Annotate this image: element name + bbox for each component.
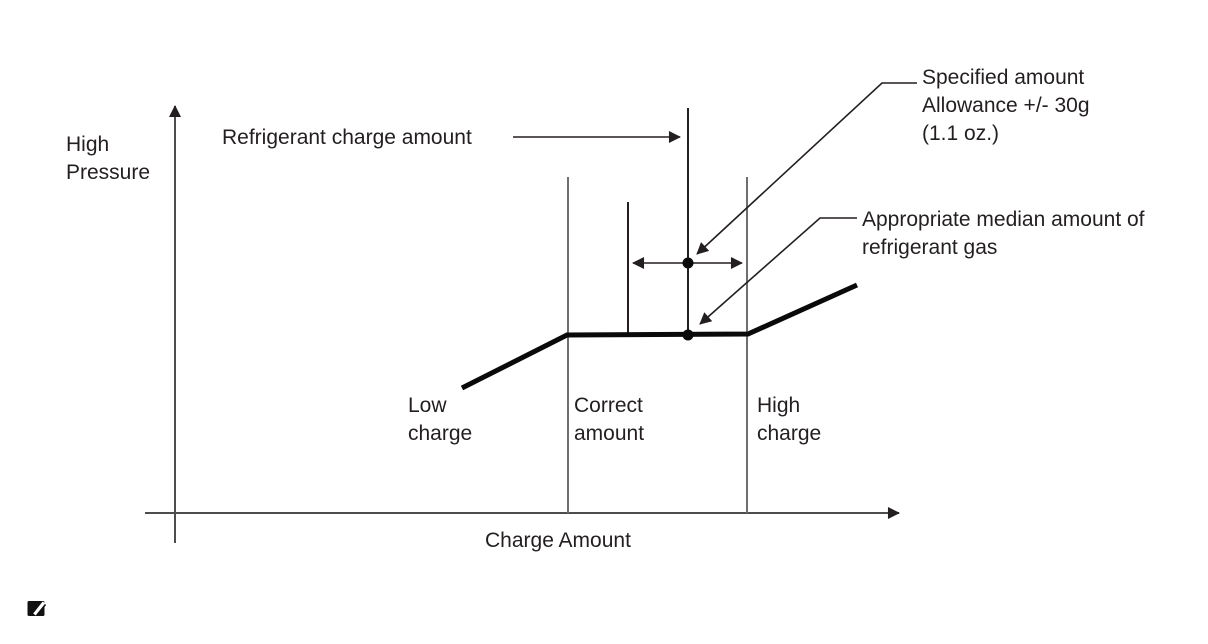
correct-amount-zone-label: Correct amount [574, 394, 645, 445]
median-amount-dot [682, 329, 694, 341]
refrigerant-charge-amount-label: Refrigerant charge amount [222, 126, 472, 149]
appropriate-median-label: Appropriate median amount of refrigerant… [862, 208, 1145, 259]
y-axis-label: High Pressure [66, 133, 151, 184]
image-placeholder-icon-glyph [27, 601, 47, 616]
x-axis-label: Charge Amount [485, 529, 631, 552]
pressure-curve [460, 282, 859, 391]
specified-leader-arrow [696, 82, 917, 255]
median-leader-arrow [699, 217, 857, 325]
image-placeholder-icon[interactable] [27, 600, 47, 617]
high-charge-zone-label: High charge [757, 394, 822, 445]
specified-amount-dot [682, 257, 694, 269]
specified-amount-label: Specified amount Allowance +/- 30g (1.1 … [922, 66, 1090, 145]
low-charge-zone-label: Low charge [408, 394, 473, 445]
